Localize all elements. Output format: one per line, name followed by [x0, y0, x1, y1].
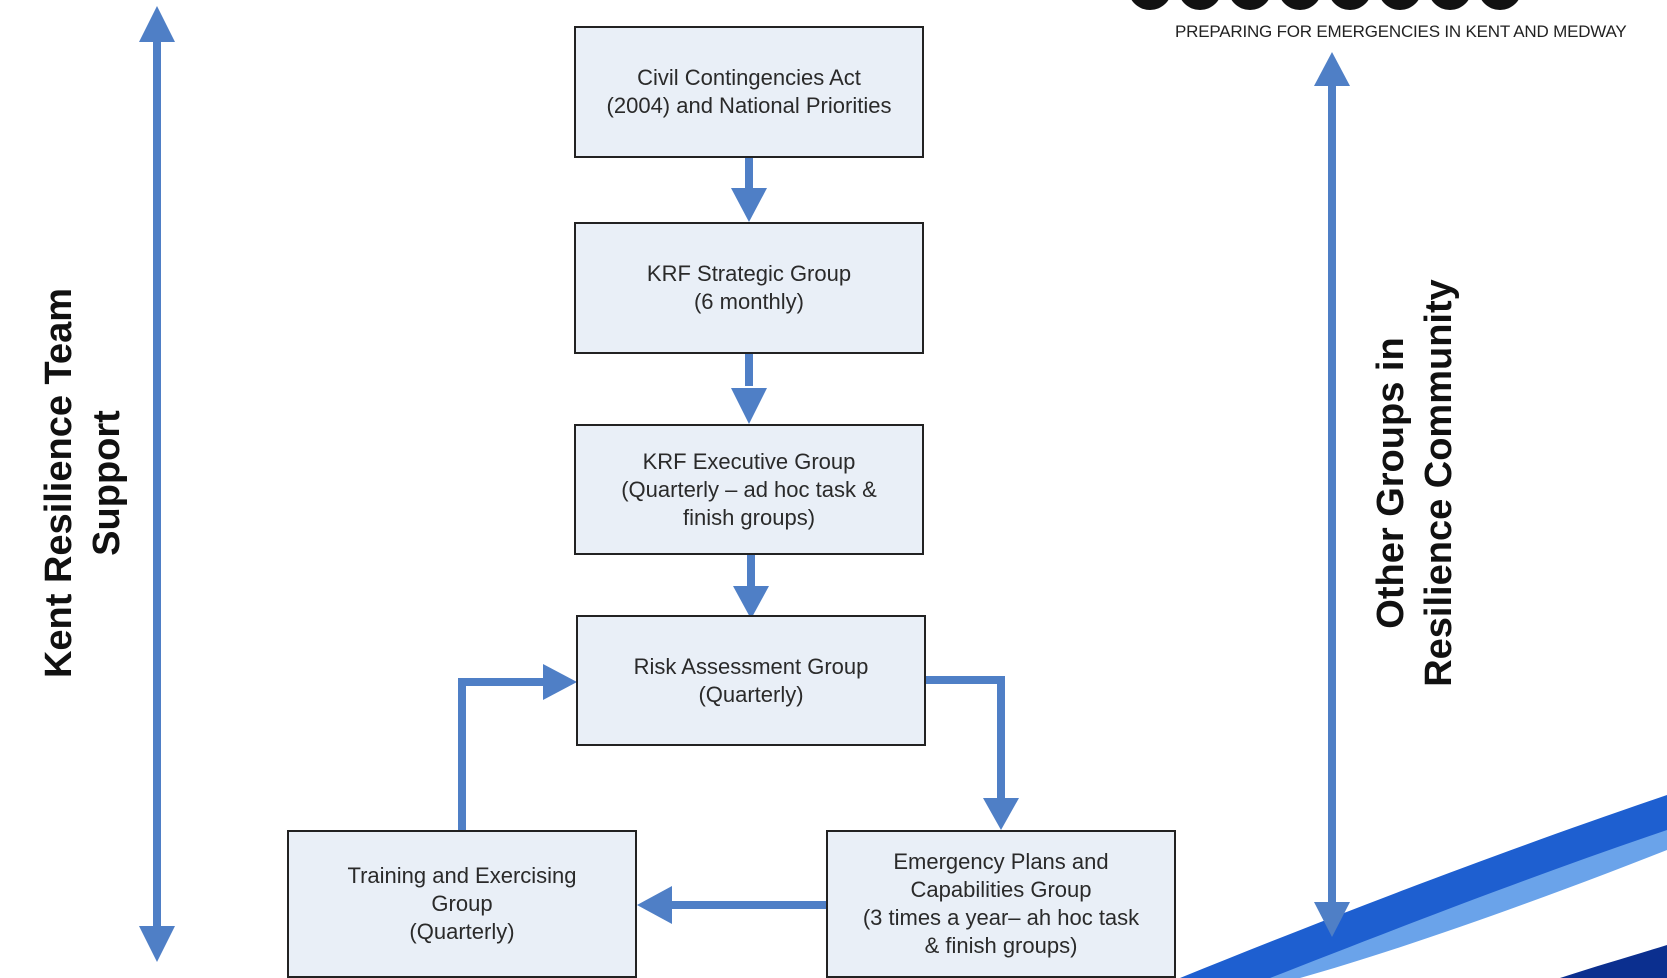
swoosh-dark-band	[1560, 945, 1667, 978]
box-training-line-1: Training and Exercising	[347, 863, 577, 888]
box-executive-line-1: KRF Executive Group	[642, 448, 856, 474]
arrow-head-training	[637, 886, 672, 924]
swoosh-decoration	[1180, 795, 1667, 978]
box-civil-contingencies-act: Civil Contingencies Act (2004) and Natio…	[574, 26, 924, 158]
box-strategic-line-2: (6 monthly)	[693, 289, 805, 314]
box-training-line-3: (Quarterly)	[409, 919, 515, 944]
box-risk-line-1: Risk Assessment Group	[633, 653, 869, 679]
box-strategic-line-1: KRF Strategic Group	[646, 261, 852, 286]
right-label-line-2: Resilience Community	[1418, 279, 1460, 687]
arrow-head-risk-left	[543, 664, 577, 700]
box-krf-strategic-group: KRF Strategic Group (6 monthly)	[574, 222, 924, 354]
box-risk-assessment-group: Risk Assessment Group (Quarterly)	[576, 615, 926, 746]
arrow-head-plans	[983, 798, 1019, 830]
box-training-text: Training and Exercising Group (Quarterly…	[347, 862, 576, 946]
box-plans-line-2: Capabilities Group	[910, 877, 1092, 902]
box-plans-line-4: & finish groups)	[924, 933, 1078, 958]
arrow-head-risk	[733, 586, 769, 619]
box-plans-line-3: (3 times a year– ah hoc task	[862, 905, 1140, 930]
right-arrow-head-up	[1314, 52, 1350, 86]
box-training-line-2: Group	[431, 891, 493, 916]
box-executive-line-3: finish groups)	[682, 504, 816, 530]
box-plans-text: Emergency Plans and Capabilities Group (…	[863, 848, 1139, 960]
box-executive-text: KRF Executive Group (Quarterly – ad hoc …	[621, 448, 877, 532]
swoosh-mid-band	[1180, 795, 1667, 978]
box-risk-line-2: (Quarterly)	[698, 681, 804, 707]
left-arrow-head-up	[139, 6, 175, 42]
box-strategic-text: KRF Strategic Group (6 monthly)	[647, 260, 851, 316]
box-emergency-plans-group: Emergency Plans and Capabilities Group (…	[826, 830, 1176, 978]
arrow-head-executive	[731, 388, 767, 424]
right-label-line-1: Other Groups in	[1370, 337, 1412, 629]
left-label-line-2: Support	[86, 410, 128, 556]
box-training-exercising-group: Training and Exercising Group (Quarterly…	[287, 830, 637, 978]
left-side-label: Kent Resilience Team Support	[35, 183, 131, 783]
right-arrow-head-down	[1314, 902, 1350, 937]
box-cca-line-2: (2004) and National Priorities	[606, 93, 892, 118]
left-arrow-head-down	[139, 926, 175, 962]
left-label-line-1: Kent Resilience Team	[38, 288, 80, 679]
arrow-training-to-risk	[458, 678, 545, 833]
box-krf-executive-group: KRF Executive Group (Quarterly – ad hoc …	[574, 424, 924, 555]
box-cca-text: Civil Contingencies Act (2004) and Natio…	[607, 64, 892, 120]
box-executive-line-2: (Quarterly – ad hoc task &	[621, 476, 877, 502]
logo-mark	[1131, 0, 1519, 10]
box-plans-line-1: Emergency Plans and	[893, 849, 1109, 874]
logo-tagline: PREPARING FOR EMERGENCIES IN KENT AND ME…	[1175, 22, 1627, 41]
arrow-head-strategic	[731, 188, 767, 222]
arrow-risk-to-plans	[925, 676, 1005, 802]
box-cca-line-1: Civil Contingencies Act	[637, 65, 861, 90]
box-risk-text: Risk Assessment Group (Quarterly)	[634, 653, 869, 709]
right-side-label: Other Groups in Resilience Community	[1367, 183, 1463, 783]
